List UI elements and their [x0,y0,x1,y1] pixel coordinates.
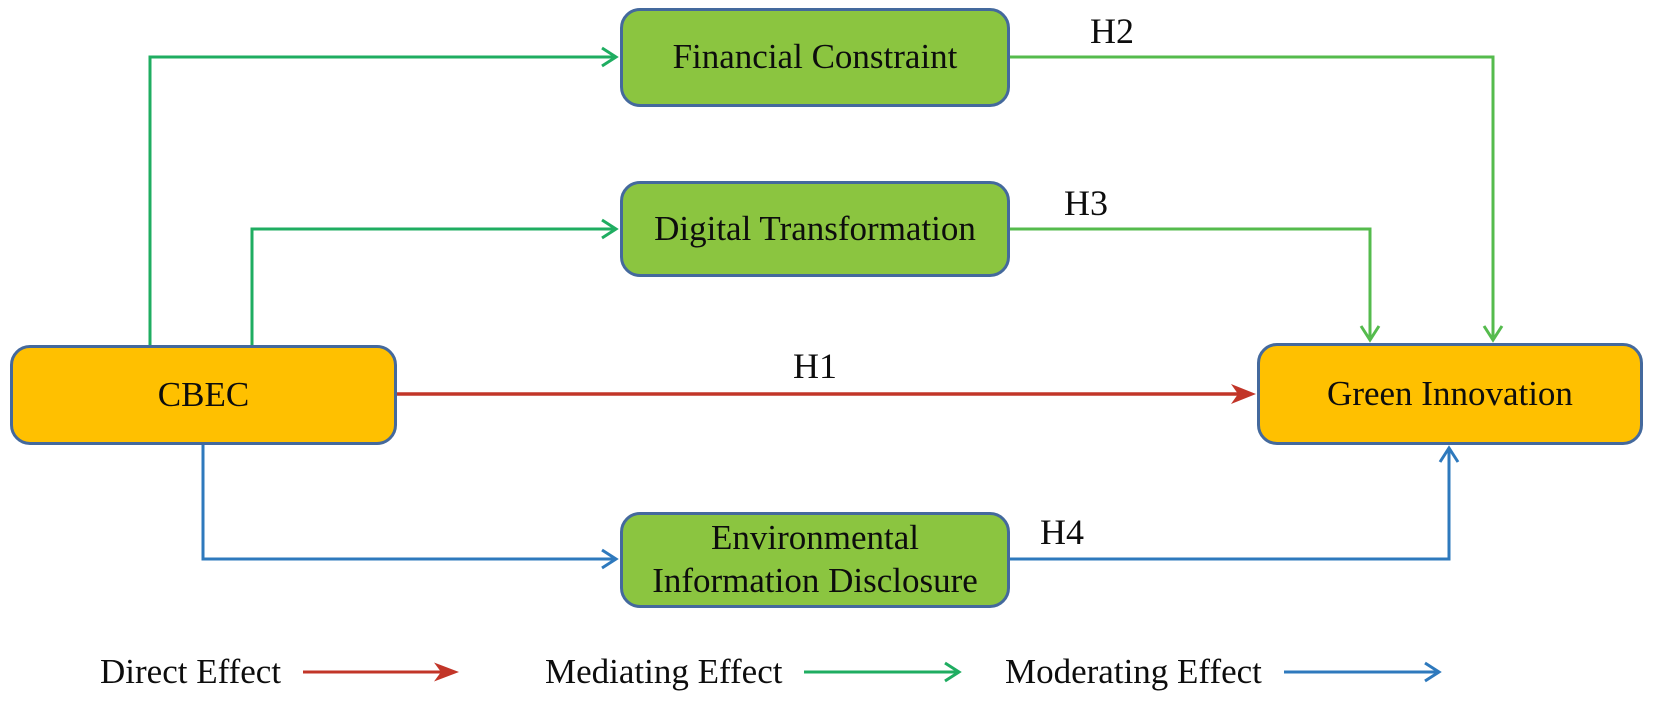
arrowhead-right-icon [601,46,619,68]
node-financial-constraint-label: Financial Constraint [672,37,958,77]
legend: Direct Effect Mediating Effect Moderatin… [0,648,1654,696]
connector-cbec-to-environmental-line [201,445,614,561]
connector-digital-to-green-innovation [1010,227,1381,343]
arrowhead-up-icon [1438,445,1460,463]
connector-cbec-to-digital-line [250,227,614,345]
arrowhead-right-icon [601,218,619,240]
hypothesis-label-h4: H4 [1040,512,1084,552]
connector-cbec-to-financial-line [148,55,614,345]
hypothesis-label-h1: H1 [793,346,837,386]
arrowhead-down-icon [1359,325,1381,343]
arrowhead-right-icon [601,548,619,570]
connector-cbec-to-environmental [201,445,619,570]
legend-item-moderating-effect: Moderating Effect [1005,648,1442,696]
hypothesis-label-h2: H2 [1090,11,1134,51]
arrowhead-right-icon [1231,384,1256,404]
connector-h4-line [1010,450,1451,561]
connector-financial-to-green-innovation [1010,55,1504,343]
legend-item-mediating-effect: Mediating Effect [545,648,963,696]
arrowhead-right-icon [944,661,963,683]
hypothesis-label-h3: H3 [1064,183,1108,223]
legend-label-direct-effect: Direct Effect [100,652,282,691]
node-digital-transformation: Digital Transformation [620,181,1010,277]
node-financial-constraint: Financial Constraint [620,8,1010,107]
legend-label-moderating-effect: Moderating Effect [1005,652,1262,691]
legend-label-mediating-effect: Mediating Effect [545,652,783,691]
node-green-innovation: Green Innovation [1257,343,1643,445]
connector-cbec-to-green-innovation [397,384,1256,404]
connector-environmental-to-green-innovation [1010,445,1460,561]
node-cbec: CBEC [10,345,397,445]
connector-cbec-to-financial [148,46,619,345]
moderating-effect-arrow-icon [1283,661,1442,683]
node-environmental-information-disclosure-label: Environmental Information Disclosure [652,518,978,600]
direct-effect-arrow-icon [303,662,460,682]
connector-h3-line [1010,227,1372,337]
node-digital-transformation-label: Digital Transformation [654,208,976,248]
arrowhead-right-icon [1424,661,1442,683]
connector-h2-line [1010,55,1495,337]
mediating-effect-arrow-icon [804,661,963,683]
connector-cbec-to-digital [250,218,619,345]
arrowhead-right-icon [434,662,460,682]
legend-item-direct-effect: Direct Effect [100,648,461,696]
node-cbec-label: CBEC [157,374,250,414]
node-green-innovation-label: Green Innovation [1327,373,1573,413]
arrowhead-down-icon [1482,325,1504,343]
node-environmental-information-disclosure: Environmental Information Disclosure [620,512,1010,608]
